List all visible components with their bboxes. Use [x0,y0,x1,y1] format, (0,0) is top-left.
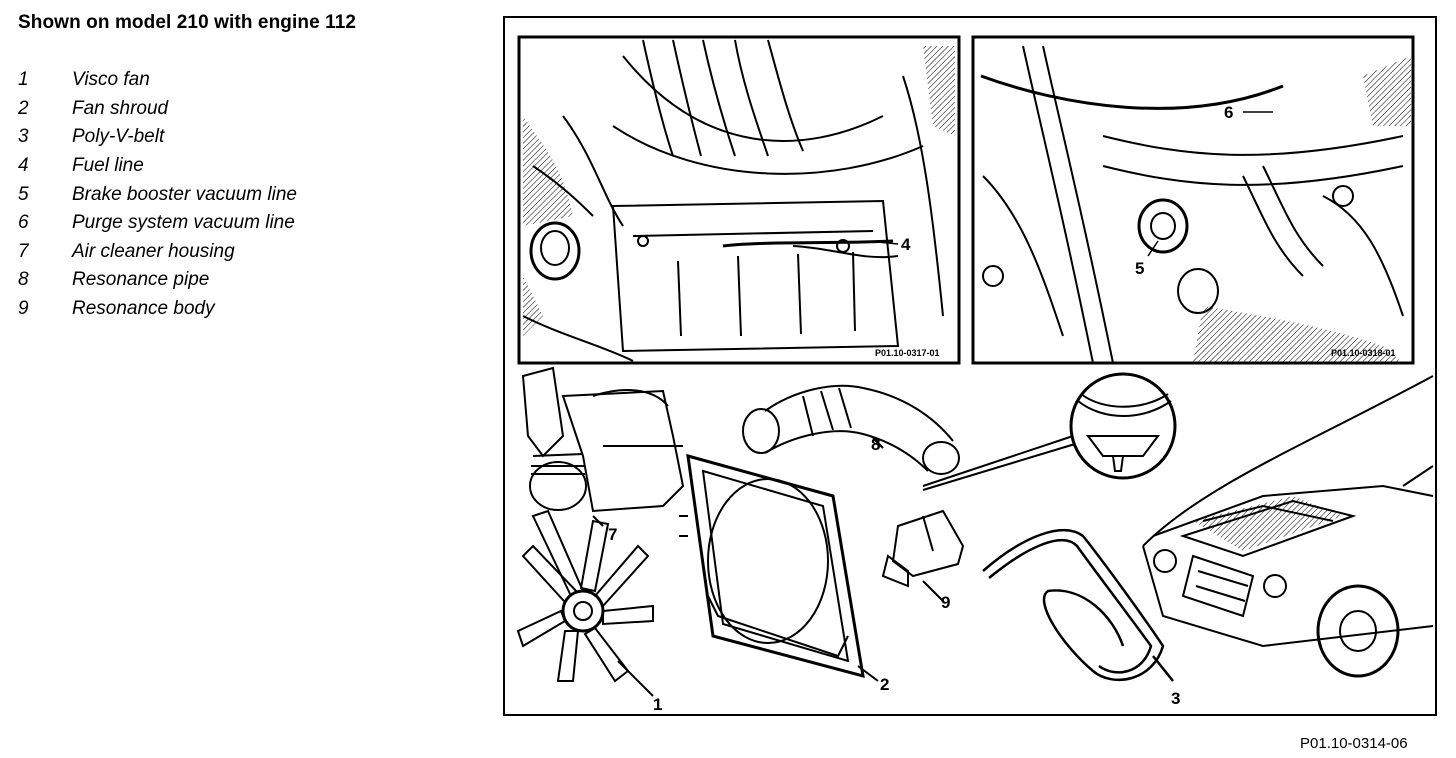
callout-5: 5 [1135,259,1144,278]
legend-number: 2 [18,97,29,119]
callout-2: 2 [880,675,889,694]
legend-label: Poly-V-belt [72,126,165,148]
photo-right-code: P01.10-0318-01 [1331,348,1396,358]
legend-number: 7 [18,240,29,262]
diagram-canvas: 4 P01.10-0317-01 [503,16,1437,716]
legend-label: Resonance body [72,298,215,320]
legend-item: 4 Fuel line [18,152,297,181]
legend-item: 8 Resonance pipe [18,266,297,295]
legend-item: 6 Purge system vacuum line [18,209,297,238]
callout-9: 9 [941,593,950,612]
legend-label: Purge system vacuum line [72,212,295,234]
fan-shroud-drawing [679,453,879,682]
legend-item: 5 Brake booster vacuum line [18,180,297,209]
callout-1: 1 [653,695,662,714]
callout-6: 6 [1224,103,1233,122]
legend-number: 8 [18,269,29,291]
legend-item: 2 Fan shroud [18,95,297,124]
legend-number: 3 [18,126,29,148]
legend-label: Resonance pipe [72,269,210,291]
poly-v-belt-drawing [982,528,1174,682]
callout-3: 3 [1171,689,1180,708]
legend-item: 3 Poly-V-belt [18,123,297,152]
resonance-pipe-drawing [742,384,960,475]
legend-label: Fan shroud [72,97,169,119]
legend-number: 1 [18,69,29,91]
legend-label: Visco fan [72,69,150,91]
visco-fan-drawing [516,509,654,697]
parts-legend: 1 Visco fan 2 Fan shroud 3 Poly-V-belt 4 Fue… [18,66,297,323]
legend-label: Fuel line [72,155,144,177]
engine-photo-left: 4 P01.10-0317-01 [517,35,961,365]
legend-number: 4 [18,155,29,177]
car-engine-bay-hatch [1193,496,1343,551]
legend-label: Brake booster vacuum line [72,183,297,205]
car-front-view [1142,375,1434,678]
legend-number: 9 [18,298,29,320]
callout-4: 4 [901,235,911,254]
photo-left-code: P01.10-0317-01 [875,348,940,358]
legend-item: 9 Resonance body [18,295,297,324]
page-title: Shown on model 210 with engine 112 [18,12,357,33]
air-cleaner-housing-drawing [521,366,685,527]
legend-item: 7 Air cleaner housing [18,238,297,267]
legend-item: 1 Visco fan [18,66,297,95]
callout-7: 7 [608,525,617,544]
magnifier-inset [922,372,1177,491]
legend-label: Air cleaner housing [72,240,235,262]
exploded-diagram: 4 P01.10-0317-01 [503,16,1437,716]
engine-photo-right: 6 5 P01.10-0318-01 [971,35,1415,365]
figure-code: P01.10-0314-06 [1300,735,1408,752]
legend-number: 5 [18,183,29,205]
legend-number: 6 [18,212,29,234]
callout-8: 8 [871,435,880,454]
resonance-body-drawing [881,509,965,602]
